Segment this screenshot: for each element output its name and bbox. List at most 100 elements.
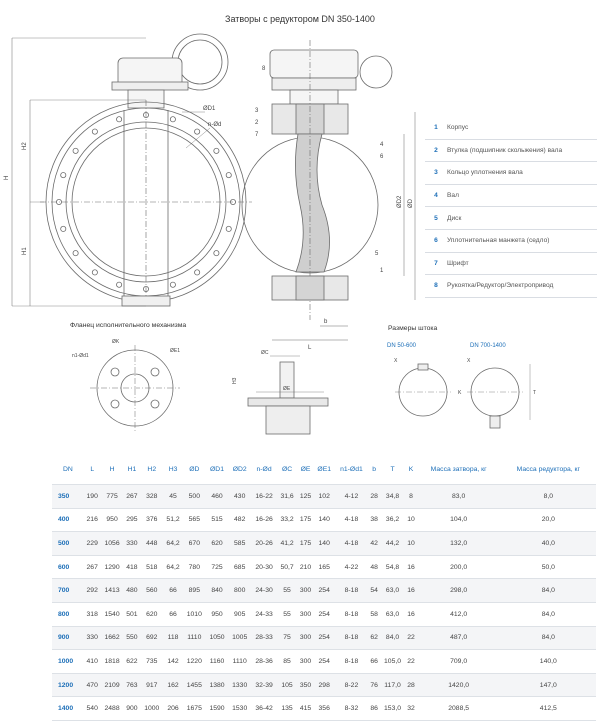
legend-label: Рукоятка/Редуктор/Электропривод bbox=[447, 282, 554, 290]
table-cell: 585 bbox=[228, 531, 252, 556]
dn-cell: 1400 bbox=[52, 696, 84, 721]
table-cell: 104,0 bbox=[416, 508, 501, 533]
table-cell: 4-18 bbox=[334, 531, 369, 556]
shaft-dn-small: DN 50-600 bbox=[387, 343, 417, 349]
table-cell: 1000 bbox=[140, 696, 164, 721]
table-cell: 31,6 bbox=[277, 484, 297, 509]
column-header: H1 bbox=[127, 465, 137, 473]
table-cell: 16 bbox=[405, 602, 417, 627]
dn-cell: 500 bbox=[52, 531, 84, 556]
table-cell: 22 bbox=[405, 649, 417, 674]
table-cell: 560 bbox=[140, 578, 164, 603]
table-cell: 8-18 bbox=[334, 578, 369, 603]
table-cell: 448 bbox=[140, 531, 164, 556]
dn-cell: 900 bbox=[52, 626, 84, 651]
bolt-hole bbox=[194, 269, 201, 276]
table-cell: 63,0 bbox=[379, 602, 406, 627]
table-cell: 229 bbox=[83, 531, 101, 556]
table-cell: 330 bbox=[83, 626, 101, 651]
table-cell: 480 bbox=[123, 578, 141, 603]
table-cell: 165 bbox=[314, 555, 335, 580]
table-cell: 356 bbox=[314, 696, 335, 721]
table-cell: 430 bbox=[228, 484, 252, 509]
column-header: H2 bbox=[147, 465, 157, 473]
table-cell: 298 bbox=[314, 673, 335, 698]
legend-label: Втулка (подшипник скольжения) вала bbox=[447, 146, 563, 154]
table-cell: 763 bbox=[123, 673, 141, 698]
side-view: ØD ØD2 L b 8 3 2 7 4 6 5 1 bbox=[241, 40, 416, 351]
table-cell: 267 bbox=[83, 555, 101, 580]
column-header: K bbox=[408, 465, 414, 473]
table-cell: 1530 bbox=[228, 696, 252, 721]
table-cell: 48 bbox=[368, 555, 380, 580]
table-cell: 318 bbox=[83, 602, 101, 627]
table-cell: 900 bbox=[123, 696, 141, 721]
table-cell: 800 bbox=[228, 578, 252, 603]
table-cell: 76 bbox=[368, 673, 380, 698]
table-cell: 32 bbox=[405, 696, 417, 721]
table-cell: 84,0 bbox=[379, 626, 406, 651]
table-cell: 190 bbox=[83, 484, 101, 509]
part-label: 2 bbox=[255, 120, 259, 126]
table-cell: 50,0 bbox=[500, 555, 596, 580]
table-cell: 38 bbox=[368, 508, 380, 533]
legend-number: 6 bbox=[434, 237, 438, 245]
table-cell: 692 bbox=[140, 626, 164, 651]
table-cell: 16 bbox=[405, 578, 417, 603]
table-cell: 84,0 bbox=[500, 578, 596, 603]
part-label: 3 bbox=[255, 108, 259, 114]
legend-number: 2 bbox=[434, 146, 438, 154]
dn-cell: 1000 bbox=[52, 649, 84, 674]
table-cell: 1290 bbox=[100, 555, 124, 580]
table-cell: 1056 bbox=[100, 531, 124, 556]
table-cell: 487,0 bbox=[416, 626, 501, 651]
table-cell: 1590 bbox=[205, 696, 229, 721]
table-cell: 62 bbox=[368, 626, 380, 651]
table-cell: 4-18 bbox=[334, 508, 369, 533]
table-cell: 254 bbox=[314, 578, 335, 603]
dn-cell: 1200 bbox=[52, 673, 84, 698]
table-cell: 8-22 bbox=[334, 673, 369, 698]
table-cell: 153,0 bbox=[379, 696, 406, 721]
column-header: ØC bbox=[281, 465, 293, 473]
table-cell: 125 bbox=[296, 484, 314, 509]
table-cell: 254 bbox=[314, 602, 335, 627]
bolt-hole bbox=[116, 116, 123, 123]
table-cell: 1420,0 bbox=[416, 673, 501, 698]
table-cell: 685 bbox=[228, 555, 252, 580]
dn-cell: 700 bbox=[52, 578, 84, 603]
table-cell: 86 bbox=[368, 696, 380, 721]
technical-drawing: H H2 H1 ØD1 n-Ød ØD ØD2 L b 8 bbox=[4, 33, 536, 435]
table-cell: 135 bbox=[277, 696, 297, 721]
column-header: n1-Ød1 bbox=[340, 465, 363, 473]
table-cell: 28 bbox=[368, 484, 380, 509]
table-cell: 254 bbox=[314, 649, 335, 674]
table-cell: 51,2 bbox=[163, 508, 183, 533]
table-cell: 254 bbox=[314, 626, 335, 651]
dim-h: H bbox=[4, 176, 10, 180]
column-header: H3 bbox=[168, 465, 178, 473]
table-cell: 32-39 bbox=[251, 673, 278, 698]
bolt-hole bbox=[225, 172, 232, 179]
table-cell: 140 bbox=[314, 531, 335, 556]
dim-n1d1: n1-Ød1 bbox=[72, 353, 89, 359]
dim-h3: H3 bbox=[232, 377, 238, 384]
legend-label: Уплотнительная манжета (седло) bbox=[447, 237, 550, 245]
dim-x: X bbox=[467, 358, 471, 364]
table-cell: 58 bbox=[368, 602, 380, 627]
table-cell: 10 bbox=[405, 531, 417, 556]
part-label: 1 bbox=[380, 268, 384, 274]
bolt-hole bbox=[72, 250, 79, 257]
table-cell: 200,0 bbox=[416, 555, 501, 580]
